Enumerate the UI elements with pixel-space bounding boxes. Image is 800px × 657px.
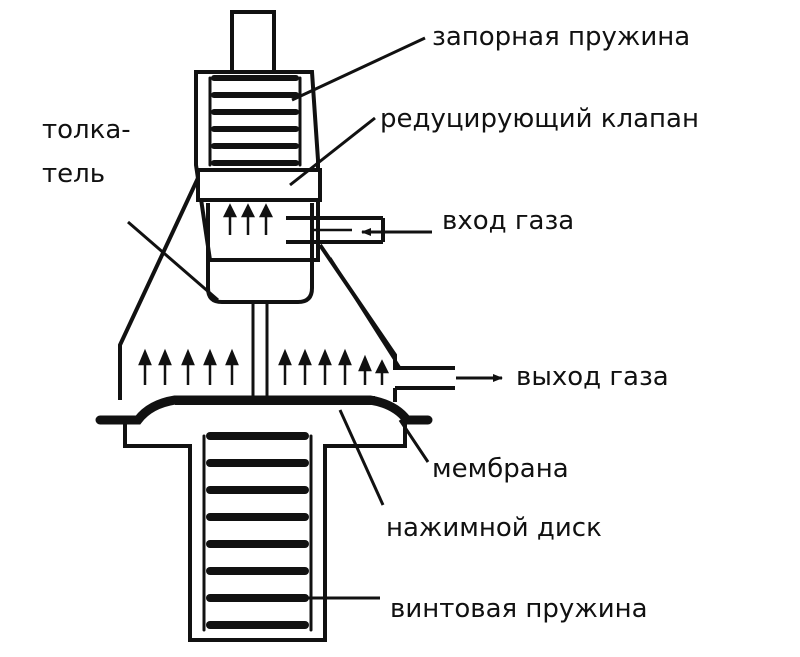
leader-pressure-disk xyxy=(338,409,385,506)
label-membrane: мембрана xyxy=(432,454,569,484)
locking-spring-coils xyxy=(208,75,302,167)
gas-inlet-pipe xyxy=(286,216,385,244)
label-reducing-valve: редуцирующий клапан xyxy=(380,104,699,134)
pusher-stem xyxy=(251,302,269,398)
coil-spring-coils xyxy=(202,432,313,632)
leader-lines xyxy=(127,36,455,600)
lower-body xyxy=(123,420,407,642)
label-gas-outlet: выход газа xyxy=(516,362,669,392)
chamber-flow-arrows xyxy=(222,203,274,235)
leader-membrane xyxy=(398,419,430,463)
leader-gas-outlet xyxy=(328,257,455,370)
leader-pusher xyxy=(127,220,219,302)
leader-locking-spring xyxy=(291,36,426,102)
label-pusher: толка- тель xyxy=(42,115,131,189)
label-pressure-disk: нажимной диск xyxy=(386,513,602,543)
label-locking-spring: запорная пружина xyxy=(432,22,691,52)
top-cap xyxy=(230,10,276,74)
leader-reducing-valve xyxy=(289,116,376,187)
label-gas-inlet: вход газа xyxy=(442,206,575,236)
pressure-disk xyxy=(175,396,375,405)
lower-flow-arrows xyxy=(138,348,390,385)
reducing-valve-plate xyxy=(196,168,322,202)
upper-housing xyxy=(194,70,320,262)
label-coil-spring: винтовая пружина xyxy=(390,594,648,624)
